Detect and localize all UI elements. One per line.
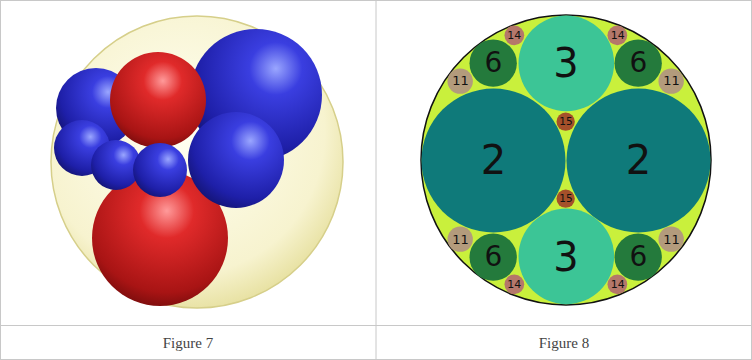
circle-number: 3: [553, 237, 578, 277]
packing-circle: 14: [504, 25, 525, 46]
packing-circle: 3: [518, 208, 615, 305]
circle-number: 6: [485, 49, 503, 77]
packing-circle: 6: [614, 233, 662, 281]
circle-number: 2: [481, 140, 506, 180]
circle-number: 15: [559, 116, 572, 127]
circle-number: 11: [663, 74, 680, 87]
blue-sphere: [188, 112, 284, 208]
circle-number: 15: [559, 193, 572, 204]
circle-number: 11: [663, 233, 680, 246]
packing-circle: 2: [421, 88, 566, 233]
red-sphere: [110, 52, 206, 148]
packing-circle: 6: [614, 39, 662, 87]
packing-circle: 14: [607, 274, 628, 295]
figure-caption: Figure 7: [163, 335, 213, 352]
packing-circle: 14: [607, 25, 628, 46]
circle-number: 14: [507, 30, 521, 41]
figure-caption: Figure 8: [539, 335, 589, 352]
packing-circle: 15: [556, 189, 575, 208]
circle-number: 3: [553, 43, 578, 83]
circle-number: 14: [507, 279, 521, 290]
circle-number: 6: [485, 243, 503, 271]
circle-number: 11: [452, 233, 469, 246]
outer-disk: [421, 15, 711, 305]
circle-number: 2: [626, 140, 651, 180]
packing-circle: 6: [469, 39, 517, 87]
circle-number: 14: [611, 279, 625, 290]
packing-circle: 6: [469, 233, 517, 281]
packing-circle: 11: [658, 226, 684, 252]
blue-sphere: [133, 143, 187, 197]
packing-circle: 3: [518, 15, 615, 112]
circle-number: 6: [630, 49, 648, 77]
circle-number: 6: [630, 243, 648, 271]
packing-circle: 11: [447, 68, 473, 94]
packing-circle: 14: [504, 274, 525, 295]
circle-number: 14: [611, 30, 625, 41]
packing-circle: 15: [556, 112, 575, 131]
outer-sphere: [51, 16, 343, 308]
circle-number: 11: [452, 74, 469, 87]
packing-circle: 11: [658, 68, 684, 94]
packing-circle: 2: [566, 88, 711, 233]
packing-circle: 11: [447, 226, 473, 252]
